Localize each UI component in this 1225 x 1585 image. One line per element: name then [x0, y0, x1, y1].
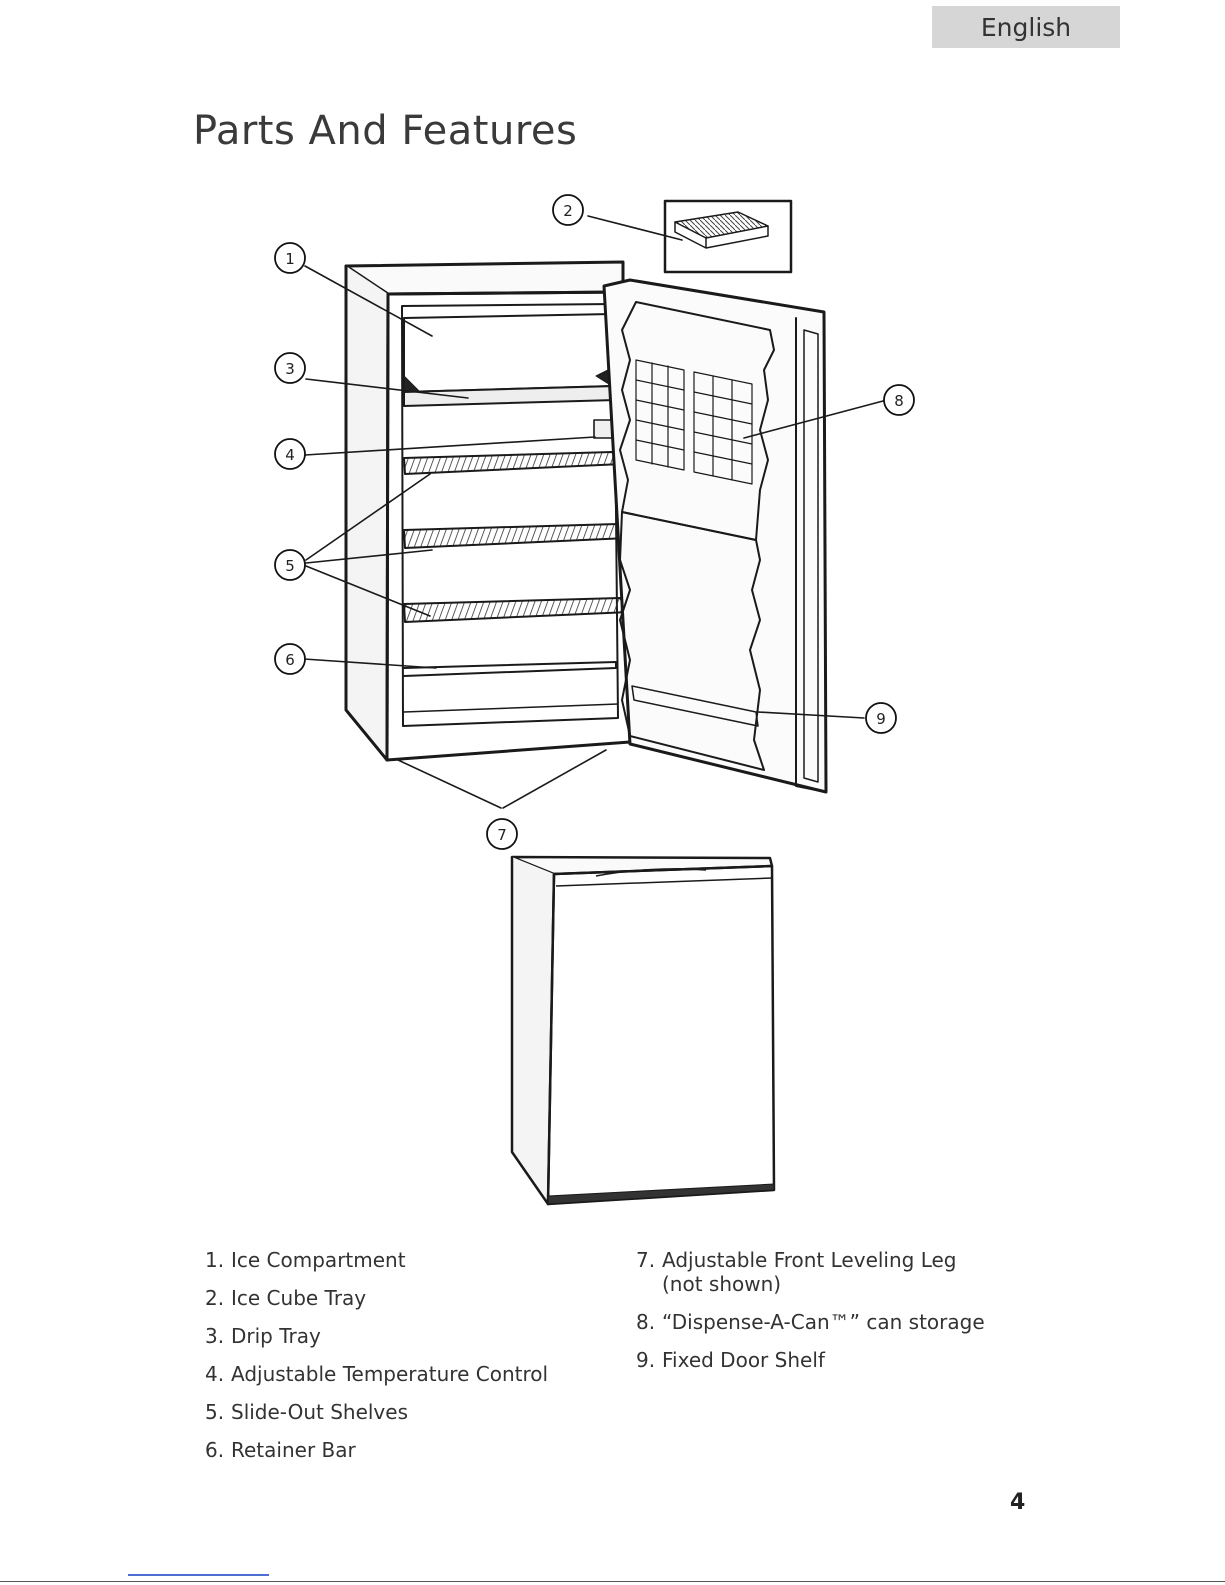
- retainer-bar: [404, 662, 616, 676]
- callout-3: 3: [275, 353, 305, 383]
- callout-5: 5: [275, 550, 305, 580]
- shelf-middle: [404, 524, 628, 548]
- svg-text:1: 1: [285, 250, 295, 268]
- legend-item-6: 6.Retainer Bar: [205, 1438, 548, 1462]
- callout-8: 8: [884, 385, 914, 415]
- svg-text:5: 5: [285, 557, 295, 575]
- ice-cube-tray: [675, 212, 768, 238]
- closed-refrigerator-drawing: [512, 857, 774, 1204]
- legend-item-4: 4.Adjustable Temperature Control: [205, 1362, 548, 1386]
- parts-legend-left: 1.Ice Compartment 2.Ice Cube Tray 3.Drip…: [205, 1248, 548, 1476]
- legend-item-9: 9.Fixed Door Shelf: [636, 1348, 985, 1372]
- svg-text:7: 7: [497, 826, 507, 844]
- callout-7: 7: [487, 819, 517, 849]
- footer-divider: [0, 1581, 1225, 1582]
- svg-text:8: 8: [894, 392, 904, 410]
- parts-legend-right: 7.Adjustable Front Leveling Leg (not sho…: [636, 1248, 985, 1386]
- legend-item-5: 5.Slide-Out Shelves: [205, 1400, 548, 1424]
- open-refrigerator-drawing: [304, 201, 883, 808]
- legend-item-3: 3.Drip Tray: [205, 1324, 548, 1348]
- footer-link-underline[interactable]: [128, 1574, 269, 1576]
- closed-door: [548, 866, 774, 1204]
- svg-text:4: 4: [285, 446, 295, 464]
- legend-item-8: 8.“Dispense-A-Can™” can storage: [636, 1310, 985, 1334]
- svg-text:2: 2: [563, 202, 573, 220]
- shelf-bottom: [404, 598, 630, 622]
- ice-compartment: [404, 314, 612, 392]
- drip-tray: [404, 386, 616, 406]
- legend-item-1: 1.Ice Compartment: [205, 1248, 548, 1272]
- page-number: 4: [1010, 1490, 1025, 1515]
- callout-6: 6: [275, 644, 305, 674]
- legend-item-2: 2.Ice Cube Tray: [205, 1286, 548, 1310]
- legend-item-7: 7.Adjustable Front Leveling Leg (not sho…: [636, 1248, 985, 1296]
- callout-1: 1: [275, 243, 305, 273]
- svg-text:6: 6: [285, 651, 295, 669]
- callout-2: 2: [553, 195, 583, 225]
- callout-4: 4: [275, 439, 305, 469]
- callout-9: 9: [866, 703, 896, 733]
- shelf-top: [404, 452, 622, 474]
- open-door: [604, 280, 826, 792]
- svg-text:9: 9: [876, 710, 886, 728]
- svg-text:3: 3: [285, 360, 295, 378]
